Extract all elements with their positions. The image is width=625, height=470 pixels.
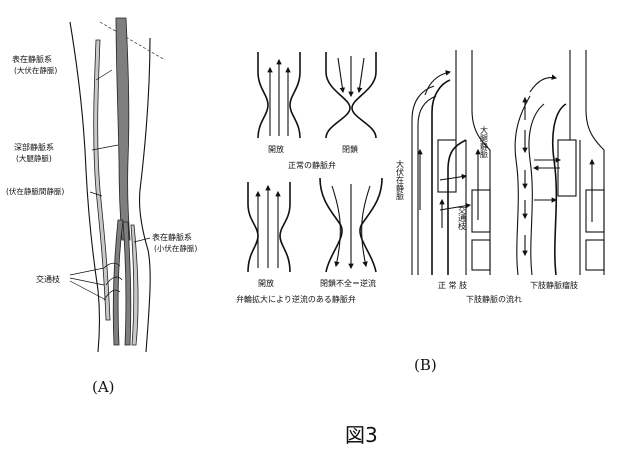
label-femoral-vein: (大腿静脈) [16,153,52,163]
svg-text:大腿静脈: 大腿静脈 [480,125,489,159]
label-small-saphenous: (小伏在静脈) [154,243,197,253]
valve-open-label-1: 開放 [268,144,284,154]
panel-a-label: (A) [92,378,115,396]
label-superficial-system: 表在静脈系 [12,54,52,64]
valve-incompetent-label: 閉鎖不全＝逆流 [320,278,376,288]
valve-open-label-2: 開放 [258,278,274,288]
flow-label-femoral: 大腿静脈 [480,125,489,159]
label-perforator: 交通枝 [36,274,60,284]
leg-anatomy-drawing [69,17,166,353]
flow-label-perforator: 交通枝 [458,205,467,231]
label-deep-system: 深部静脈系 [14,142,54,152]
valve-diagrams [247,52,383,273]
dilated-valve-caption: 弁輪拡大により逆流のある静脈弁 [236,294,356,304]
label-great-saphenous: (大伏在静脈) [14,65,57,75]
label-superficial-system-2: 表在静脈系 [152,232,192,242]
varicose-limb-label: 下肢静脈瘤肢 [530,280,578,290]
panel-b-label: (B) [414,356,437,374]
normal-limb-flow-diagram [411,50,491,275]
normal-limb-label: 正 常 肢 [438,280,467,290]
varicose-limb-flow-diagram [514,50,605,276]
label-intersaphenous: (伏在静脈間静脈) [6,186,64,196]
svg-text:大伏在静脈: 大伏在静脈 [396,159,405,201]
figure-caption: 図3 [345,423,378,447]
normal-valve-caption: 正常の静脈弁 [288,160,336,170]
flow-caption: 下肢静脈の流れ [466,294,522,304]
valve-closed-label: 閉鎖 [342,144,358,154]
svg-text:交通枝: 交通枝 [458,205,467,231]
flow-label-great-saphenous: 大伏在静脈 [396,159,405,201]
